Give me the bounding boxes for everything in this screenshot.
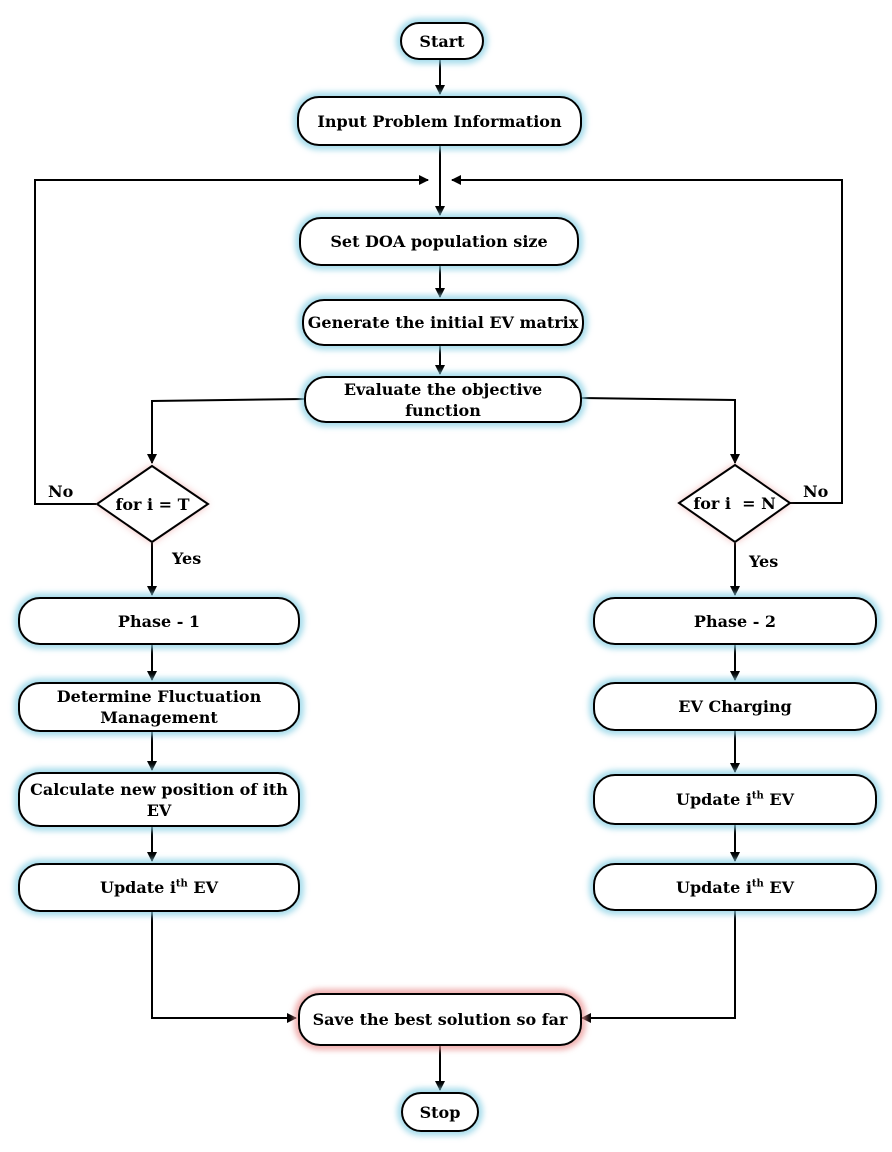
set-population-label: Set DOA population size <box>330 232 548 251</box>
phase2-label: Phase - 2 <box>693 611 777 631</box>
arrow-left-update-save <box>151 912 297 1023</box>
calculate-position-text: Calculate new position of ith EV <box>30 779 288 821</box>
generate-matrix-node: Generate the initial EV matrix <box>302 299 584 346</box>
generate-matrix-label: Generate the initial EV matrix <box>307 313 579 332</box>
arrow-evaluate-right-decision <box>581 397 740 464</box>
decision-left-label: for i = T <box>115 494 190 514</box>
decision-left-text: for i = T <box>97 490 208 518</box>
update-left-label: Update ith EV <box>100 878 218 897</box>
update-right-1-node: Update ith EV <box>593 774 877 825</box>
update-right-1-label: Update ith EV <box>676 790 794 809</box>
ev-charging-label: EV Charging <box>678 697 792 716</box>
decision-left-diamond <box>95 464 210 544</box>
fluctuation-text: Determine Fluctuation Management <box>57 686 261 728</box>
phase1-node: Phase - 1 <box>18 597 300 645</box>
calculate-line1: Calculate new position of ith <box>30 779 288 799</box>
stop-terminal: Stop <box>401 1092 479 1132</box>
update-right-2-label: Update ith EV <box>676 877 794 897</box>
no-label-right: No <box>803 482 829 501</box>
loop-left-no <box>34 175 429 505</box>
update-left-node: Update ith EV <box>18 863 300 912</box>
start-label: Start <box>419 31 465 51</box>
save-best-node: Save the best solution so far <box>298 993 582 1046</box>
fluctuation-line2: Management <box>100 708 218 727</box>
no-label-left: No <box>48 482 74 501</box>
fluctuation-node: Determine Fluctuation Management <box>18 682 300 732</box>
start-terminal: Start <box>400 22 484 60</box>
calculate-position-node: Calculate new position of ith EV <box>18 772 300 827</box>
decision-right-diamond <box>677 463 792 544</box>
update-right-2-node: Update ith EV <box>593 863 877 911</box>
phase2-node: Phase - 2 <box>593 597 877 645</box>
save-best-label: Save the best solution so far <box>312 1010 568 1029</box>
decision-right-label: for i = N <box>693 493 776 513</box>
stop-label: Stop <box>419 1102 461 1122</box>
fluctuation-line1: Determine Fluctuation <box>56 687 262 706</box>
yes-label-right: Yes <box>749 552 779 571</box>
yes-label-left: Yes <box>172 549 202 568</box>
input-problem-node: Input Problem Information <box>297 96 582 146</box>
arrow-evaluate-left-decision <box>147 398 305 464</box>
ev-charging-node: EV Charging <box>593 682 877 731</box>
decision-right-text: for i = N <box>679 489 790 517</box>
input-problem-label: Input Problem Information <box>317 111 562 131</box>
loop-right-no <box>451 175 843 504</box>
set-population-node: Set DOA population size <box>299 217 579 266</box>
calculate-line2: EV <box>146 800 172 820</box>
phase1-label: Phase - 1 <box>117 611 201 631</box>
arrow-right-update-save <box>581 911 736 1023</box>
evaluate-objective-label: Evaluate the objective function <box>343 379 543 420</box>
evaluate-objective-node: Evaluate the objective function <box>304 376 582 423</box>
